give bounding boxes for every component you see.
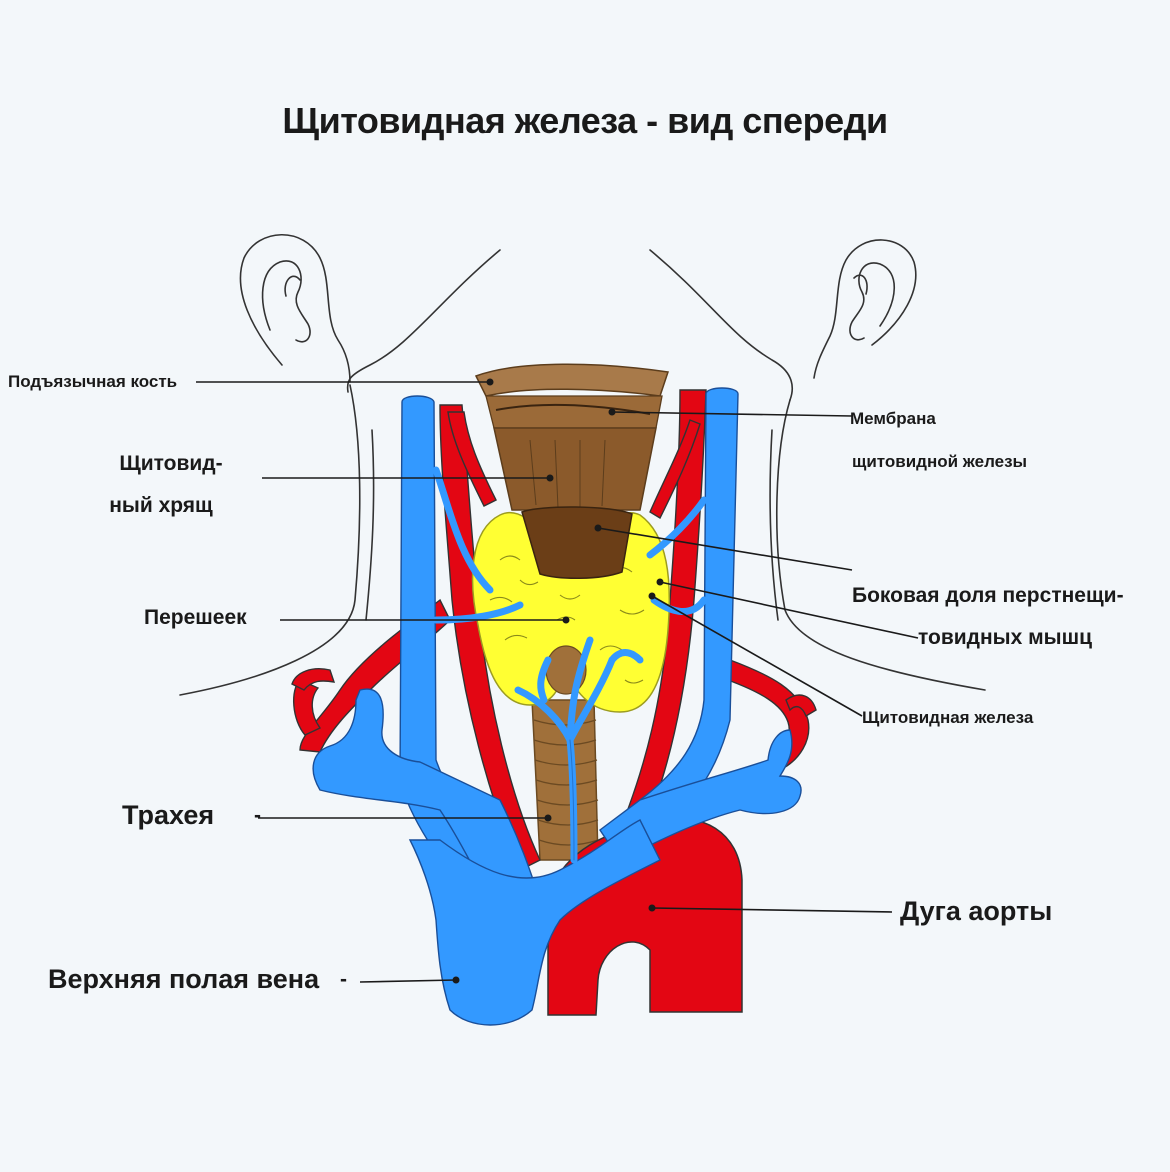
trachea-dash: - [254,804,261,827]
thyroid-cartilage [493,427,657,511]
body-outline [179,234,986,696]
larynx [474,363,669,695]
leader-membrane [611,411,853,417]
label-thyroid-cartilage-line1: Щитовид- [119,452,223,475]
label-thyroid-cartilage-line2: ный хрящ [109,494,213,517]
right-neck [776,399,986,691]
label-membrane-line2: щитовидной железы [852,452,1028,471]
label-trachea: Трахея [122,800,215,830]
label-thyroid-gland: Щитовидная железа [862,708,1034,727]
label-membrane-line1: Мембрана [850,409,936,428]
label-superior-vena-cava: Верхняя полая вена [48,964,320,994]
superior-vena-cava [408,819,661,1026]
left-neck [179,384,361,696]
label-aortic-arch: Дуга аорты [900,896,1053,926]
hyoid-bone [474,363,669,397]
leader-thyroid [651,595,863,717]
cricoid-cartilage [521,506,633,579]
leader-cricothyroid-1 [597,527,853,571]
left-jaw [346,249,501,393]
leader-aorta [651,907,893,913]
label-cricothyroid-line2: товидных мышц [918,626,1092,649]
diagram-title: Щитовидная железа - вид спереди [282,100,888,141]
label-isthmus: Перешеек [144,606,247,629]
leader-cricothyroid-2 [659,581,919,639]
left-ear [239,234,351,383]
label-hyoid-bone: Подъязычная кость [8,372,178,391]
veins [312,387,802,1026]
trachea [531,699,599,861]
leader-dots [452,378,664,984]
right-brachiocephalic [599,729,802,861]
leader-lines [196,381,919,983]
right-jaw [649,249,794,401]
left-carotid [439,404,541,871]
leader-svc [359,979,457,983]
right-ear [813,239,917,379]
label-cricothyroid-line1: Боковая доля перстнещи- [852,584,1124,607]
svc-dash: - [340,968,347,991]
